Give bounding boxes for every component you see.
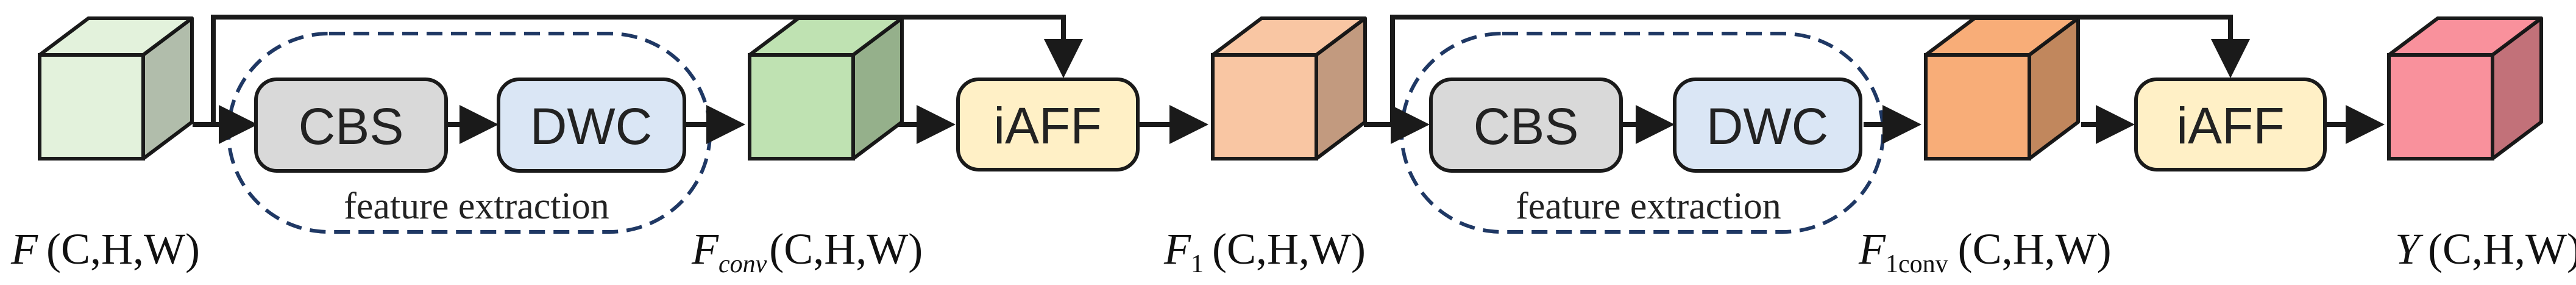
cube-front-face <box>1211 53 1318 161</box>
feature-extraction-caption-2: feature extraction <box>1516 186 1781 227</box>
iaff-label: iAFF <box>993 97 1101 154</box>
cube-side-shade <box>2029 18 2078 159</box>
tensor-cube-f1 <box>1211 16 1367 161</box>
cube-side-shade <box>853 18 902 159</box>
cube-front-face <box>1924 53 2031 161</box>
cbs-label: CBS <box>299 98 404 155</box>
cbs-block-2: CBS <box>1429 78 1623 173</box>
dwc-label: DWC <box>530 98 653 155</box>
skip-connection-1 <box>211 15 1083 124</box>
cube-front-face <box>748 53 855 161</box>
cbs-block-1: CBS <box>254 78 448 173</box>
cube-side-shade <box>2493 18 2541 159</box>
tensor-label-output: Y(C,H,W) <box>2395 225 2576 273</box>
skip-connection-2 <box>1390 15 2250 124</box>
dwc-block-1: DWC <box>497 78 686 173</box>
cube-side-shade <box>143 18 192 159</box>
tensor-cube-input <box>38 16 194 161</box>
tensor-label-input: F(C,H,W) <box>10 225 200 273</box>
tensor-cube-conv-2 <box>1924 16 2080 161</box>
tensor-label-conv-1: Fconv(C,H,W) <box>691 225 923 278</box>
tensor-cube-output <box>2387 16 2543 161</box>
feature-extraction-caption-1: feature extraction <box>344 186 609 227</box>
cbs-label: CBS <box>1474 98 1579 155</box>
cube-front-face <box>38 53 145 161</box>
iaff-block-2: iAFF <box>2134 78 2327 171</box>
tensor-label-conv-2: F1conv(C,H,W) <box>1858 225 2112 278</box>
cube-side-shade <box>1316 18 1365 159</box>
dwc-block-2: DWC <box>1673 78 1862 173</box>
tensor-cube-conv-1 <box>748 16 904 161</box>
tensor-label-f1: F1(C,H,W) <box>1163 225 1366 278</box>
iaff-block-1: iAFF <box>956 78 1140 171</box>
cube-front-face <box>2387 53 2494 161</box>
dwc-label: DWC <box>1706 98 1829 155</box>
iaff-label: iAFF <box>2176 97 2284 154</box>
